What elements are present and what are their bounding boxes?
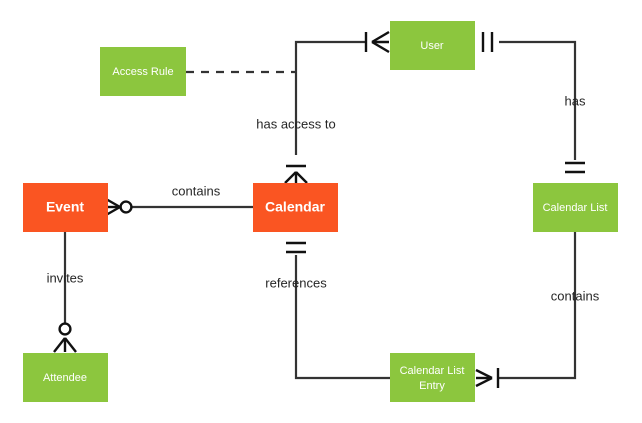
connector-user-to-calendar-list xyxy=(499,40,577,160)
entity-user-rect[interactable] xyxy=(390,21,475,70)
entity-access-rule[interactable]: Access Rule xyxy=(100,47,186,96)
entity-calendar[interactable]: Calendar xyxy=(253,183,338,232)
entity-calendar-list-rect[interactable] xyxy=(533,183,618,232)
connector-calendar-to-user xyxy=(294,40,365,155)
connector-calendar-to-list-entry xyxy=(294,255,390,380)
entity-event-label: Event xyxy=(46,199,84,215)
relationship-label-contains-list-entry: contains xyxy=(551,288,600,303)
entity-calendar-list-entry[interactable]: Calendar List Entry xyxy=(390,353,475,402)
cardinality-calendar-list-top-exactly-one xyxy=(565,161,585,174)
relationship-label-invites: invites xyxy=(47,270,84,285)
entity-event[interactable]: Event xyxy=(23,183,108,232)
entity-calendar-rect[interactable] xyxy=(253,183,338,232)
cardinality-user-right-exactly-one xyxy=(481,32,494,52)
entity-calendar-list[interactable]: Calendar List xyxy=(533,183,618,232)
entity-calendar-label: Calendar xyxy=(265,199,325,215)
cardinality-calendar-top-one-or-many xyxy=(284,164,308,184)
entity-user[interactable]: User xyxy=(390,21,475,70)
cardinality-event-right-zero-or-many xyxy=(105,197,133,217)
entity-calendar-list-label: Calendar List xyxy=(543,202,608,214)
entity-access-rule-rect[interactable] xyxy=(100,47,186,96)
entity-calendar-list-entry-label-line1: Calendar List xyxy=(400,365,465,377)
relationship-label-contains-event-calendar: contains xyxy=(172,183,221,198)
relationship-label-has: has xyxy=(565,93,586,108)
entity-access-rule-label: Access Rule xyxy=(112,66,173,78)
entity-attendee-label: Attendee xyxy=(43,372,87,384)
entity-user-label: User xyxy=(420,40,444,52)
entity-calendar-list-entry-label-line2: Entry xyxy=(419,380,445,392)
entity-attendee[interactable]: Attendee xyxy=(23,353,108,402)
entity-event-rect[interactable] xyxy=(23,183,108,232)
relationship-label-references: references xyxy=(265,275,327,290)
entity-attendee-rect[interactable] xyxy=(23,353,108,402)
entity-calendar-list-entry-rect[interactable] xyxy=(390,353,475,402)
relationship-label-has-access-to: has access to xyxy=(256,116,336,131)
cardinality-attendee-top-zero-or-many xyxy=(53,322,77,353)
cardinality-user-left-one-or-many xyxy=(364,30,390,54)
connector-calendar-list-to-entry xyxy=(499,232,577,380)
cardinality-list-entry-right-one-or-many xyxy=(475,368,500,388)
cardinality-calendar-bottom-exactly-one xyxy=(286,241,306,254)
